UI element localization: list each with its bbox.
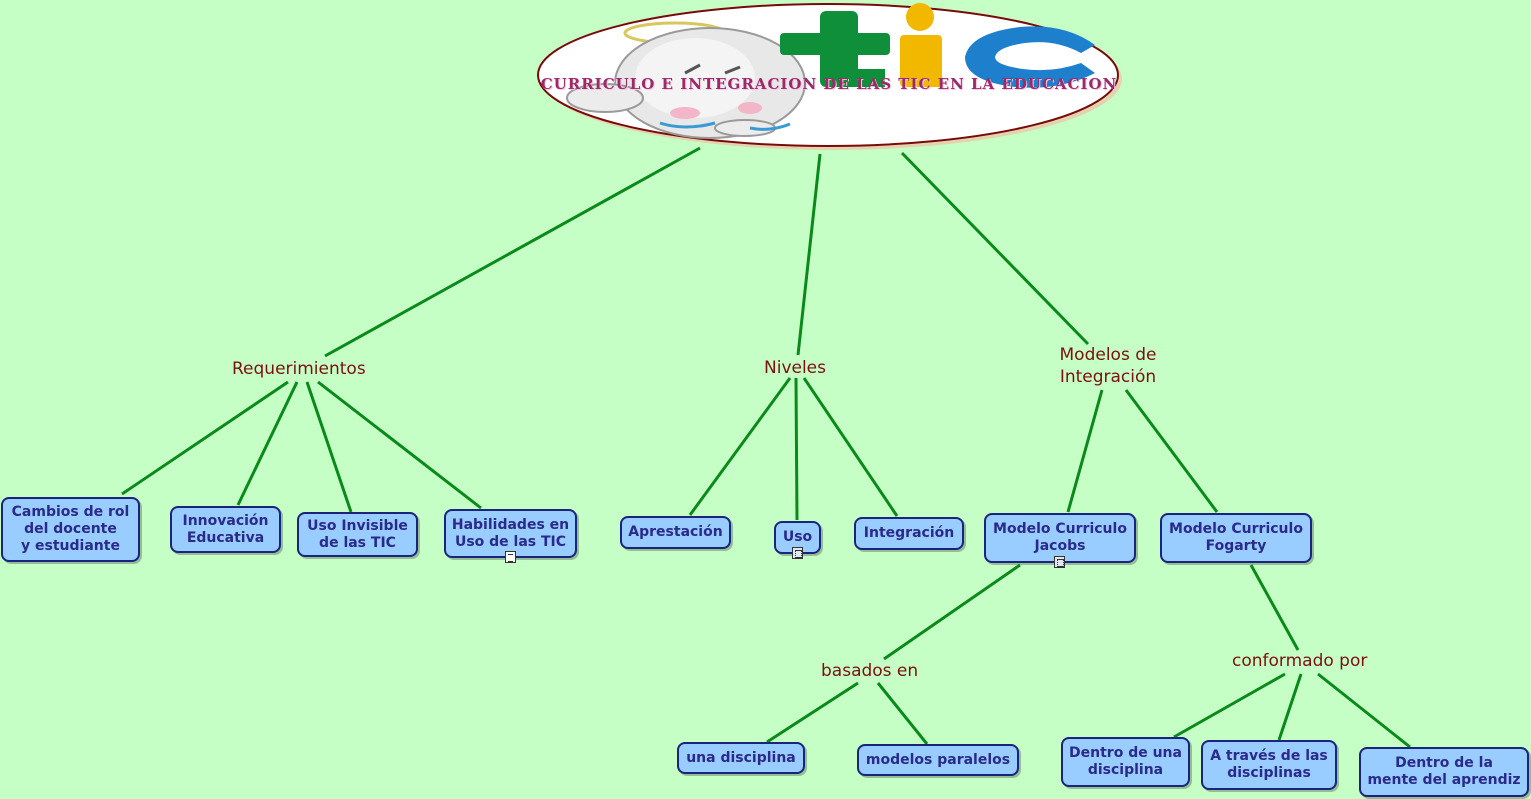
- edge-fogarty-conformado: [1249, 564, 1300, 651]
- edge-root-requerimientos: [324, 146, 701, 358]
- logo-letter-t: [780, 11, 890, 87]
- edge-basados-paralelos: [876, 682, 929, 745]
- link-basados-en[interactable]: basados en: [821, 661, 919, 681]
- edge-mod-jacobs: [1066, 389, 1104, 513]
- edge-req-habilidades: [317, 380, 482, 510]
- edge-conf-dentro-una: [1173, 672, 1286, 739]
- concept-habilidades[interactable]: Habilidades en Uso de las TIC: [444, 509, 577, 558]
- concept-integracion[interactable]: Integración: [854, 517, 964, 550]
- edge-req-innovacion: [236, 381, 299, 506]
- edge-conf-dentro-mente: [1317, 672, 1411, 749]
- link-requerimientos[interactable]: Requerimientos: [232, 359, 366, 379]
- concept-una-disciplina[interactable]: una disciplina: [677, 742, 805, 774]
- edge-niv-integracion: [802, 377, 899, 517]
- link-conformado-por[interactable]: conformado por: [1232, 651, 1368, 671]
- concept-aprestacion[interactable]: Aprestación: [620, 516, 731, 549]
- concept-modelo-fogarty[interactable]: Modelo Curriculo Fogarty: [1160, 513, 1312, 563]
- link-modelos-integracion[interactable]: Modelos de Integración: [1059, 345, 1157, 387]
- edge-req-cambios: [121, 380, 289, 496]
- edge-niv-aprestacion: [688, 377, 792, 516]
- edge-mod-fogarty: [1124, 389, 1219, 513]
- root-concept[interactable]: CURRICULO E INTEGRACION DE LAS TIC EN LA…: [535, 3, 1123, 151]
- logo-letter-i: [900, 3, 942, 87]
- concept-innovacion-educativa[interactable]: Innovación Educativa: [170, 506, 281, 553]
- film-icon[interactable]: [792, 547, 803, 559]
- film-icon[interactable]: [1054, 556, 1065, 568]
- concept-modelos-paralelos[interactable]: modelos paralelos: [857, 744, 1019, 776]
- logo-letter-c: [965, 26, 1095, 88]
- concept-a-traves-disciplinas[interactable]: A través de las disciplinas: [1201, 740, 1337, 790]
- concept-dentro-mente-aprendiz[interactable]: Dentro de la mente del aprendiz: [1359, 747, 1529, 797]
- edge-niv-uso: [794, 377, 799, 521]
- link-niveles[interactable]: Niveles: [764, 358, 826, 378]
- mascot-icon: [566, 21, 806, 139]
- concept-uso-invisible[interactable]: Uso Invisible de las TIC: [297, 512, 418, 557]
- tic-logo-icon: [566, 3, 1095, 139]
- edge-root-niveles: [796, 153, 822, 356]
- edge-root-modelos: [900, 151, 1090, 346]
- edge-basados-una: [766, 681, 859, 744]
- root-title: CURRICULO E INTEGRACION DE LAS TIC EN LA…: [540, 75, 1118, 93]
- edge-conf-a-traves: [1277, 673, 1303, 741]
- edge-req-uso-invisible: [305, 381, 353, 513]
- concept-cambios-rol[interactable]: Cambios de rol del docente y estudiante: [1, 497, 140, 562]
- concept-dentro-una-disciplina[interactable]: Dentro de una disciplina: [1061, 737, 1190, 787]
- edge-jacobs-basados: [883, 563, 1021, 661]
- document-icon[interactable]: [505, 551, 516, 563]
